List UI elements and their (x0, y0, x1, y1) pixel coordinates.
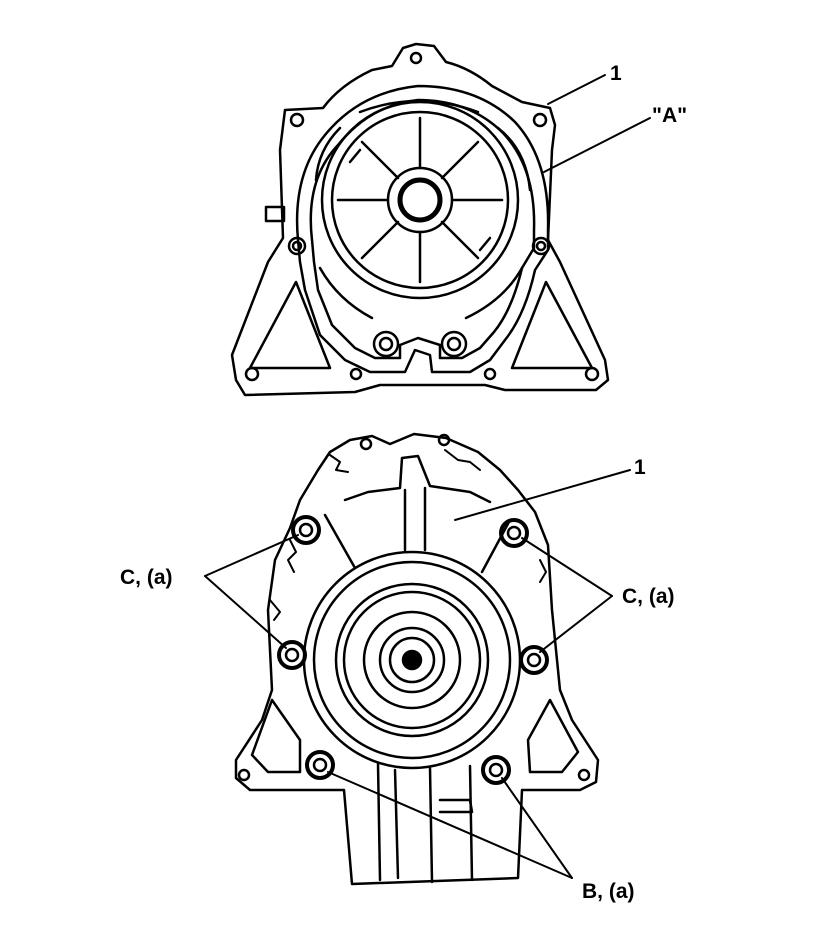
bolt-c-upper-right (499, 518, 529, 548)
bell-housing-ring-2 (334, 582, 490, 738)
callout-1-bottom: 1 (634, 456, 646, 479)
bell-housing-ring-5 (378, 626, 446, 694)
bell-housing-ring-6 (388, 636, 436, 684)
callout-b: B, (a) (582, 880, 635, 903)
top-view-gasket-plate (230, 42, 651, 397)
housing-diag-right (480, 518, 512, 574)
seal-band-outer (295, 84, 550, 374)
leaders-c-right (521, 537, 613, 653)
left-tab (264, 205, 286, 223)
leader-a (543, 117, 651, 173)
plate-outline (230, 42, 610, 397)
bell-housing-ring (312, 560, 512, 760)
center-disc-outer (320, 100, 520, 300)
slot-lower-right (464, 266, 524, 320)
leaders-b (327, 771, 573, 879)
bolt-c-mid-left (277, 640, 307, 670)
lower-right-cutout (526, 698, 580, 774)
leader-1-bottom (454, 469, 631, 521)
housing-diag-left (323, 513, 357, 570)
slot-right (496, 126, 532, 192)
output-shaft (401, 649, 423, 671)
bottom-view-transmission-case (204, 432, 631, 886)
left-triangle-cutout (248, 280, 332, 370)
bolt-c-mid-right (519, 645, 549, 675)
right-triangle-cutout (510, 280, 594, 370)
hub-outer (386, 166, 454, 234)
center-spokes (336, 116, 504, 284)
case-outline (234, 432, 600, 886)
extension-housing (376, 762, 474, 884)
casting-texture (269, 449, 547, 621)
callout-1-top: 1 (610, 62, 622, 85)
leader-1-top (547, 74, 606, 105)
upper-housing-ridge (343, 454, 492, 504)
bell-housing-ring-4 (362, 610, 462, 710)
bell-housing-ring-3 (342, 590, 482, 730)
extension-detail (438, 798, 474, 814)
bolt-b-left (305, 750, 335, 780)
leaders-c-left (204, 534, 299, 649)
slot-lower-left (318, 266, 374, 320)
bolt-b-right (481, 755, 511, 785)
slot-left (314, 126, 342, 182)
case-small-holes (237, 433, 591, 782)
lower-left-cutout (250, 698, 302, 774)
callout-a: "A" (652, 104, 687, 127)
callout-c-right: C, (a) (622, 585, 675, 608)
center-disc-inner (330, 110, 510, 290)
plate-bolt-holes (244, 51, 600, 382)
callout-c-left: C, (a) (120, 566, 173, 589)
hub-inner (397, 177, 443, 223)
bolt-c-upper-left (291, 515, 321, 545)
